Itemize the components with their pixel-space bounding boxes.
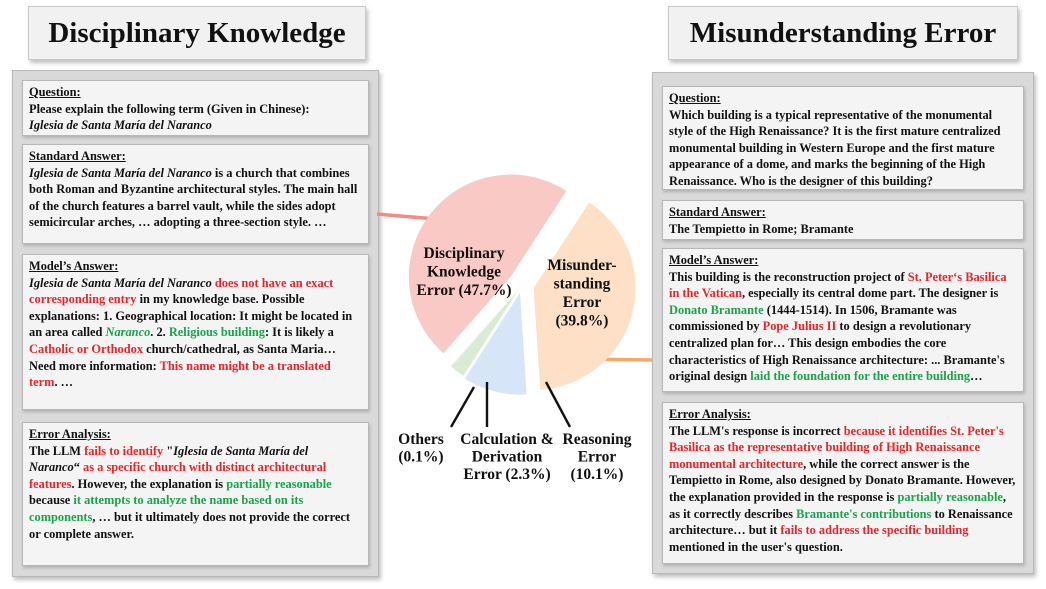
right-model-t3: (1444-1514). In 1506, Bramante was commi…: [669, 302, 957, 334]
left-question-term: Iglesia de Santa María del Naranco: [29, 118, 212, 133]
right-analysis-t4: to Renaissance architecture… but it: [669, 506, 1013, 538]
right-analysis-head: Error Analysis:: [669, 407, 751, 421]
left-model-g1: Naranco: [105, 325, 151, 340]
right-question-box: Question: Which building is a typical re…: [662, 86, 1024, 190]
right-model-head: Model’s Answer:: [669, 253, 759, 267]
left-model-t3: : It is likely a: [264, 325, 334, 340]
left-question-text: Please explain the following term (Given…: [29, 101, 310, 116]
left-question-head: Question:: [29, 85, 81, 99]
right-standard-box: Standard Answer: The Tempietto in Rome; …: [662, 200, 1024, 240]
right-model-r1: St. Peter‘s Basilica in the Vatican: [669, 269, 1007, 301]
right-analysis-t5: mentioned in the user's question.: [669, 539, 843, 554]
right-standard-head: Standard Answer:: [669, 205, 766, 219]
left-analysis-t4: . However, the explanation is: [71, 476, 227, 491]
right-analysis-r2: fails to address the specific building: [780, 523, 969, 538]
left-standard-text: is a church that combines both Roman and…: [29, 165, 358, 230]
pie-slices: [408, 174, 636, 395]
left-analysis-t2: ": [163, 443, 174, 458]
right-model-box: Model’s Answer: This building is the rec…: [662, 248, 1024, 392]
right-analysis-t3: , as it correctly describes: [669, 489, 1007, 521]
left-model-t1: in my knowledge base. Possible explanati…: [29, 292, 353, 340]
left-model-box: Model’s Answer: Iglesia de Santa María d…: [22, 254, 369, 410]
right-question-head: Question:: [669, 91, 721, 105]
pie-slice-others: [450, 289, 519, 367]
pie-label-others: Others(0.1%): [398, 431, 444, 466]
left-standard-head: Standard Answer:: [29, 149, 126, 163]
left-model-t5: . …: [54, 375, 74, 390]
right-question-text: Which building is a typical representati…: [669, 107, 1001, 188]
pie-slice-reasoning-error: [464, 292, 527, 395]
left-analysis-g2: it attempts to analyze the name based on…: [29, 493, 304, 524]
left-question-box: Question: Please explain the following t…: [22, 80, 369, 136]
left-analysis-t6: , … but it ultimately does not provide t…: [29, 509, 350, 541]
left-standard-term: Iglesia de Santa María del Naranco: [29, 165, 212, 180]
others-callout-line: [449, 386, 476, 428]
right-analysis-r1: because it identifies St. Peter's Basili…: [669, 423, 1004, 471]
right-analysis-g2: Bramante's contributions: [796, 506, 932, 521]
pie-slice-disciplinary-knowledge-error: [408, 174, 567, 354]
right-model-g1: Donato Bramante: [669, 302, 764, 317]
right-standard-text: The Tempietto in Rome; Bramante: [669, 221, 854, 236]
left-analysis-g1: partially reasonable: [226, 476, 332, 491]
left-analysis-term: Iglesia de Santa María del Naranco: [29, 443, 309, 475]
left-standard-box: Standard Answer: Iglesia de Santa María …: [22, 144, 369, 244]
right-analysis-t2: , while the correct answer is the Tempie…: [669, 456, 1016, 504]
reasoning-callout-line: [544, 381, 572, 428]
left-analysis-t5: because: [29, 493, 74, 508]
left-model-term: Iglesia de Santa María del Naranco: [29, 275, 212, 290]
right-title: Misunderstanding Error: [668, 6, 1018, 60]
left-analysis-t3: “: [73, 460, 80, 475]
left-analysis-box: Error Analysis: The LLM fails to identif…: [22, 422, 369, 566]
right-model-r2: Pope Julius II: [762, 319, 837, 334]
right-model-t4: to design a revolutionary centralized pl…: [669, 319, 1005, 384]
left-model-head: Model’s Answer:: [29, 259, 119, 273]
left-model-t2: . 2.: [150, 325, 169, 340]
left-analysis-t1: The LLM: [29, 443, 85, 458]
left-title-text: Disciplinary Knowledge: [48, 16, 346, 49]
left-analysis-r1: fails to identify: [84, 443, 164, 458]
right-analysis-box: Error Analysis: The LLM's response is in…: [662, 402, 1024, 564]
right-model-t5: …: [970, 369, 983, 384]
left-model-g2: Religious building: [168, 325, 265, 340]
right-analysis-t1: The LLM's response is incorrect: [669, 423, 844, 438]
right-model-g2: laid the foundation for the entire build…: [750, 369, 971, 384]
left-analysis-r2: as a specific church with distinct archi…: [29, 460, 327, 491]
left-model-r3: This name might be a translated term: [29, 358, 331, 390]
left-title: Disciplinary Knowledge: [28, 6, 366, 60]
callouts: [449, 381, 572, 428]
pie-slice-misunderstanding-error: [533, 202, 636, 390]
right-model-t1: This building is the reconstruction proj…: [669, 269, 908, 284]
right-title-text: Misunderstanding Error: [689, 16, 997, 49]
right-analysis-g1: partially reasonable: [897, 489, 1003, 504]
left-analysis-head: Error Analysis:: [29, 427, 111, 441]
left-model-r2: Catholic or Orthodox: [29, 341, 144, 356]
left-model-r1: does not have an exact corresponding ent…: [29, 275, 334, 307]
right-model-t2: , especially its central dome part. The …: [741, 286, 999, 301]
pie-slice-calculation-derivation-error: [451, 289, 519, 376]
left-model-t4: church/cathedral, as Santa Maria… Need m…: [29, 341, 336, 373]
